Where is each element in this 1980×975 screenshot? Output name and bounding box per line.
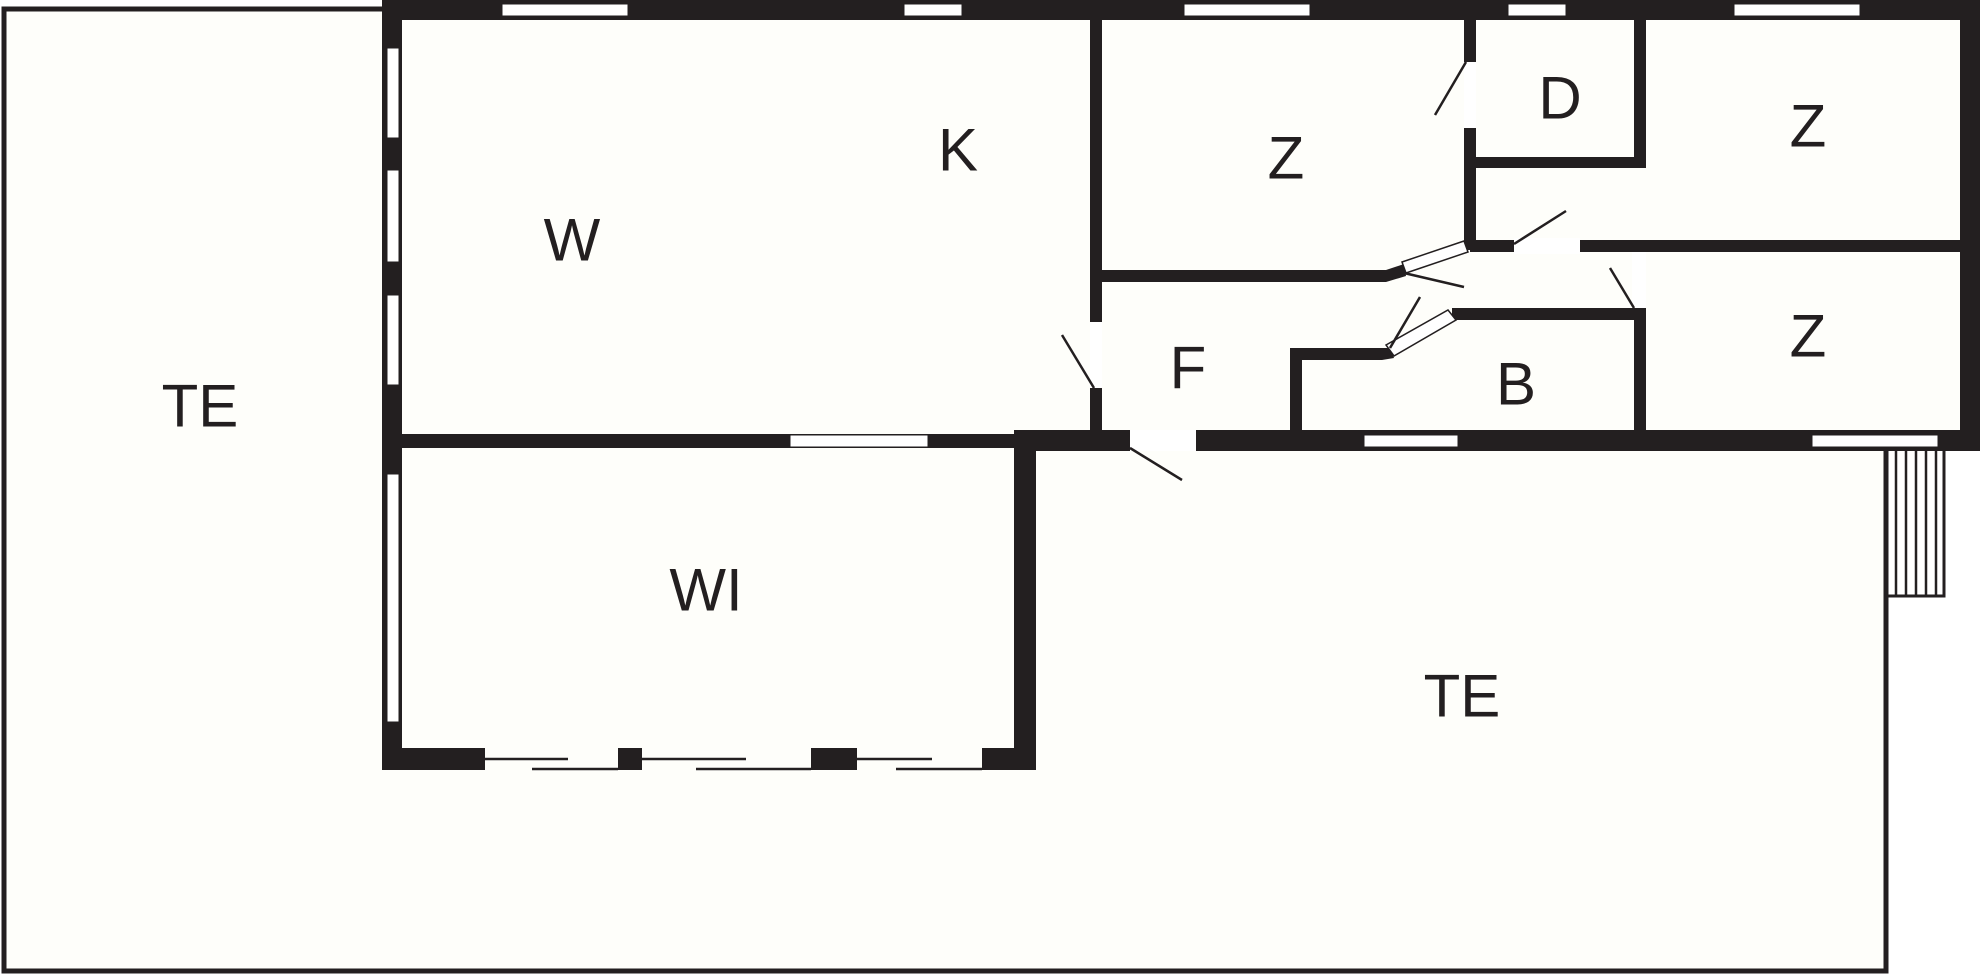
window	[386, 473, 400, 723]
sliding-doors	[485, 757, 982, 771]
window	[789, 434, 929, 448]
wall-winter-bottom-a	[382, 748, 485, 770]
window	[1733, 3, 1861, 17]
door-swing	[1513, 209, 1567, 246]
wall-winter-bottom-b	[618, 748, 642, 770]
window	[1811, 434, 1939, 448]
window	[386, 294, 400, 386]
room-label-living: W	[544, 207, 601, 274]
wall-storage-east	[1634, 14, 1646, 168]
room-label-storage: D	[1538, 65, 1581, 132]
wall-room1-east	[1464, 14, 1476, 250]
wall-storage-bottom	[1470, 157, 1646, 168]
wall-room1-bottom	[1096, 270, 1386, 282]
room-label-room-1: Z	[1268, 125, 1305, 192]
room-label-room-2: Z	[1790, 93, 1827, 160]
door-swing	[1433, 61, 1468, 116]
room-label-kitchen: K	[938, 117, 978, 184]
room-label-terrace-bottom: TE	[1424, 663, 1501, 730]
window	[1363, 434, 1459, 448]
terrace-floor-left	[4, 9, 388, 971]
window	[501, 3, 629, 17]
windows	[386, 3, 1939, 723]
terrace-outline-left	[1, 6, 1889, 974]
door-opening	[1632, 252, 1646, 308]
room-label-bath: B	[1496, 351, 1536, 418]
room-label-room-3: Z	[1790, 303, 1827, 370]
terrace-floor-bottom	[388, 440, 1886, 971]
floor-areas	[4, 9, 1970, 971]
door-opening	[1090, 322, 1102, 388]
wall-corridor-top	[1470, 240, 1970, 252]
wall-right	[1960, 0, 1980, 451]
room-label-hall: F	[1170, 335, 1207, 402]
wall-bottom-east	[1014, 430, 1980, 451]
door-leaf	[1384, 309, 1458, 357]
wall-bath-west	[1290, 348, 1302, 438]
wall-winter-bottom-c	[811, 748, 857, 770]
house-floor	[388, 14, 1970, 444]
window	[386, 47, 400, 139]
window	[1507, 3, 1567, 17]
door-swing	[1388, 296, 1422, 349]
window	[386, 169, 400, 263]
wall-top	[382, 0, 1980, 20]
room-label-winter-garden: WI	[669, 557, 742, 624]
wall-winter-bottom-d	[982, 748, 1036, 770]
window	[903, 3, 963, 17]
door-opening	[1130, 430, 1196, 451]
door-swing	[1129, 446, 1183, 482]
window	[1183, 3, 1311, 17]
door-swing	[1060, 334, 1096, 389]
door-leaf	[1386, 264, 1406, 282]
wall-bath-top-west	[1290, 348, 1382, 360]
door-swing	[1608, 267, 1636, 309]
door-swing	[1403, 271, 1465, 289]
room-label-terrace-left: TE	[162, 373, 239, 440]
wall-bath-top	[1452, 308, 1642, 320]
door-opening	[1464, 62, 1476, 128]
wall-winter-right	[1014, 434, 1036, 770]
door-leaf	[1401, 240, 1469, 274]
doors	[1060, 61, 1646, 482]
door-opening	[1514, 238, 1580, 254]
room-labels: TE W K WI Z D Z F B Z TE	[162, 65, 1827, 730]
terrace-steps	[1894, 444, 1938, 596]
